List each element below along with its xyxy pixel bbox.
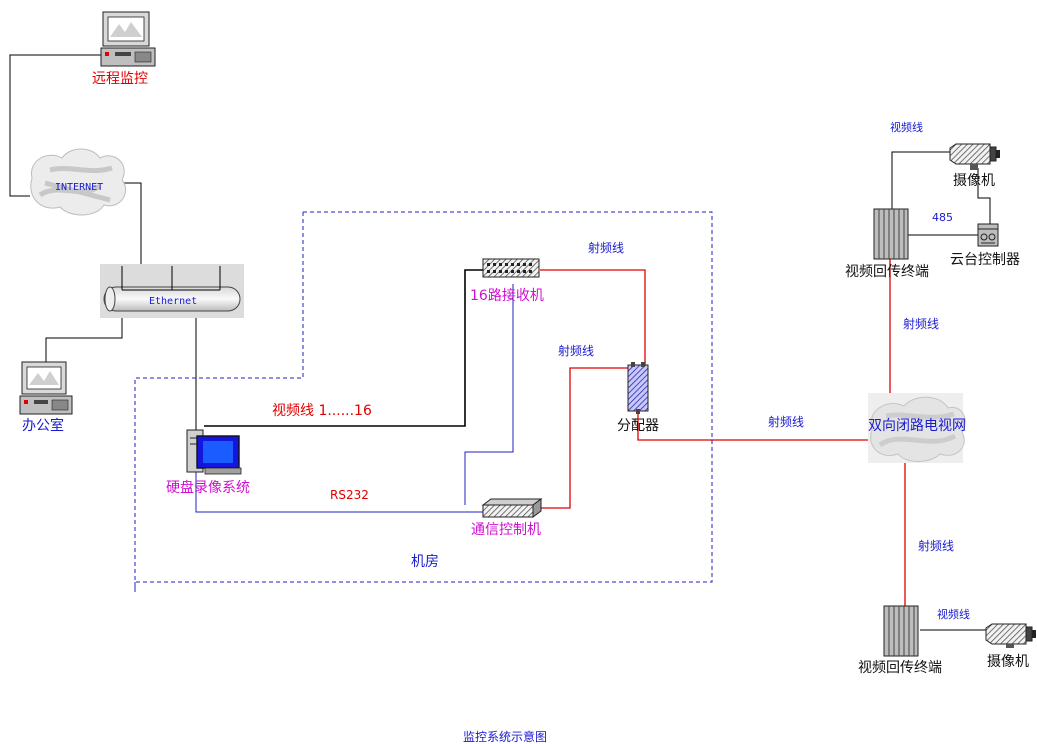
rs232-label: RS232 [330,488,369,502]
rf-line-right-upper-label: 射频线 [903,317,940,331]
catv-network-label: 双向闭路电视网 [868,418,966,434]
splitter-label: 分配器 [617,418,659,434]
dvr-system-label: 硬盘录像系统 [166,480,250,496]
rf-line-splitter-catv [637,412,870,441]
desktop-computer-icon [19,361,73,415]
ptz-controller-label: 云台控制器 [950,252,1020,268]
video-terminal-bottom-label: 视频回传终端 [858,660,942,676]
office-label: 办公室 [22,418,64,434]
comm-controller-icon [481,498,543,518]
receiver-icon [482,258,540,278]
cloud-icon [868,393,966,463]
desktop-computer-icon [100,11,156,67]
rf-line-top-label: 射频线 [588,241,625,255]
internet-label: INTERNET [55,182,104,193]
rf-line-right-lower-label: 射频线 [918,539,955,553]
rf-line-comm-splitter [540,367,630,509]
ptz-to-camera-line [977,168,991,225]
remote-monitor-label: 远程监控 [92,71,148,87]
rs232-line [195,468,484,513]
remote-to-internet-line [9,54,102,197]
ethernet-label: Ethernet [149,296,198,307]
splitter-icon [627,362,649,414]
label-485: 485 [932,211,953,224]
camera-bottom-label: 摄像机 [987,654,1029,670]
terminal-rack-icon [873,208,909,260]
video-line-1-16 [204,269,484,427]
terminal-rack-icon [883,605,919,657]
machine-room-border [134,211,713,583]
ptz-controller-icon [977,223,999,247]
comm-controller-label: 通信控制机 [471,522,541,538]
internet-to-ethernet-line [118,182,142,265]
rf-line-cable-label: 射频线 [768,415,805,429]
video-line-top-camera [891,151,952,210]
video-line-1-16-label: 视频线 1......16 [272,403,372,419]
diagram-caption: 监控系统示意图 [463,730,548,744]
video-terminal-top-label: 视频回传终端 [845,264,929,280]
video-line-bottom-label: 视频线 [937,608,970,621]
rf-line-mid-label: 射频线 [558,344,595,358]
receiver-label: 16路接收机 [470,288,544,304]
ethernet-to-office-line [45,300,123,362]
ethernet-bus-icon [100,264,244,318]
camera-icon [949,143,1000,170]
cloud-icon [30,148,127,216]
dvr-computer-icon [186,429,242,475]
rf-line-receiver-splitter [540,269,646,368]
machine-room-label: 机房 [411,554,439,570]
camera-icon [985,623,1036,648]
camera-top-label: 摄像机 [953,173,995,189]
video-line-top-label: 视频线 [890,121,923,134]
control-line-receiver [464,284,514,505]
